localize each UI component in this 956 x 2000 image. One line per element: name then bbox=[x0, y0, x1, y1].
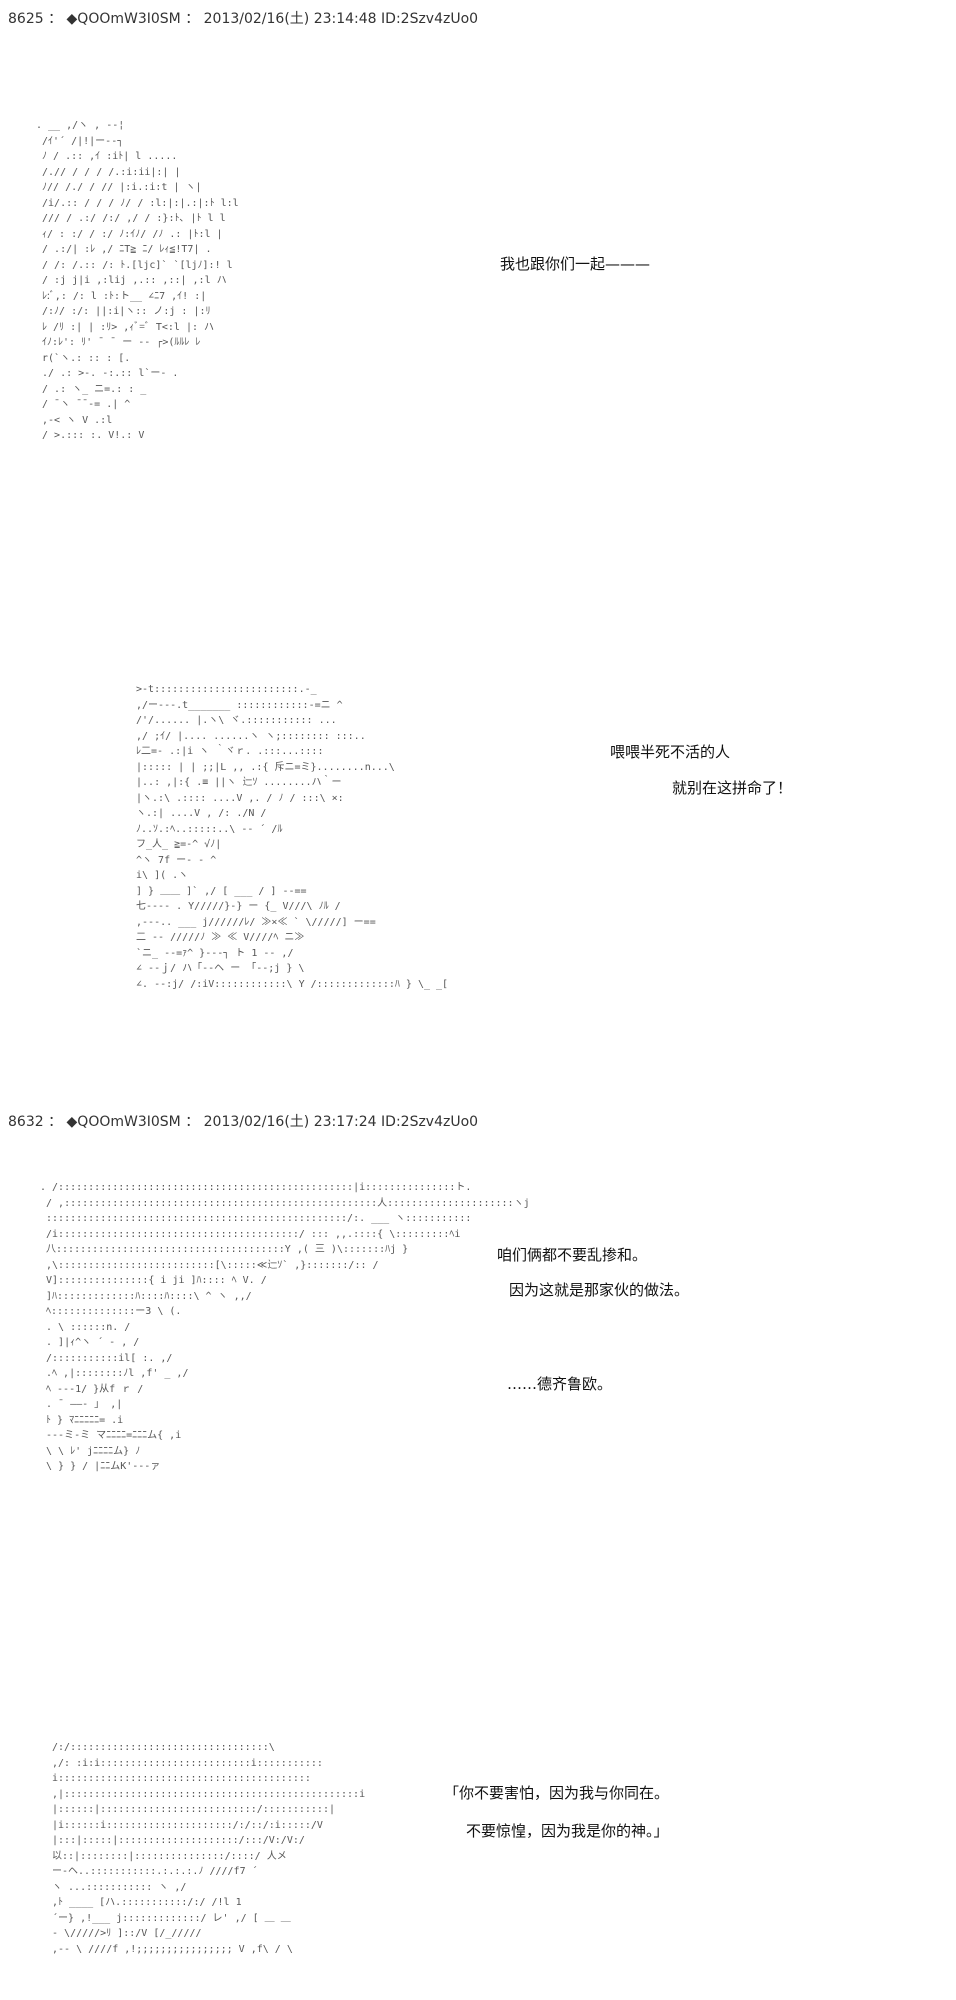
dialogue-line: 不要惊惶，因为我是你的神。」 bbox=[466, 1822, 669, 1840]
dialogue-line: 喂喂半死不活的人 bbox=[610, 743, 731, 761]
ascii-art-character-portrait: . /:::::::::::::::::::::::::::::::::::::… bbox=[40, 1182, 530, 1472]
dialogue-line: 咱们俩都不要乱掺和。 bbox=[497, 1246, 648, 1264]
ascii-art-character-hooded: /:/:::::::::::::::::::::::::::::::::\ ,/… bbox=[52, 1742, 366, 1955]
dialogue-line: ……德齐鲁欧。 bbox=[507, 1375, 613, 1393]
ascii-art-character-sitting: . __ ,/ヽ , -‐¦ /ｲ'´ /|!|ー--┐ ﾉ / .:: ,ｲ … bbox=[36, 120, 239, 441]
post-header: 8632 ： ◆QOOmW3I0SM ： 2013/02/16(土) 23:17… bbox=[8, 1114, 479, 1130]
dialogue-line: 「你不要害怕，因为我与你同在。 bbox=[444, 1784, 670, 1802]
dialogue-line: 就别在这拼命了！ bbox=[672, 779, 793, 797]
post-header: 8625 ： ◆QOOmW3I0SM ： 2013/02/16(土) 23:14… bbox=[8, 11, 479, 27]
ascii-art-character-crossed-arms: >-t::::::::::::::::::::::::.-_ ,/ー---.t_… bbox=[136, 684, 449, 990]
dialogue-line: 因为这就是那家伙的做法。 bbox=[509, 1281, 690, 1299]
dialogue-line: 我也跟你们一起——— bbox=[500, 255, 651, 273]
